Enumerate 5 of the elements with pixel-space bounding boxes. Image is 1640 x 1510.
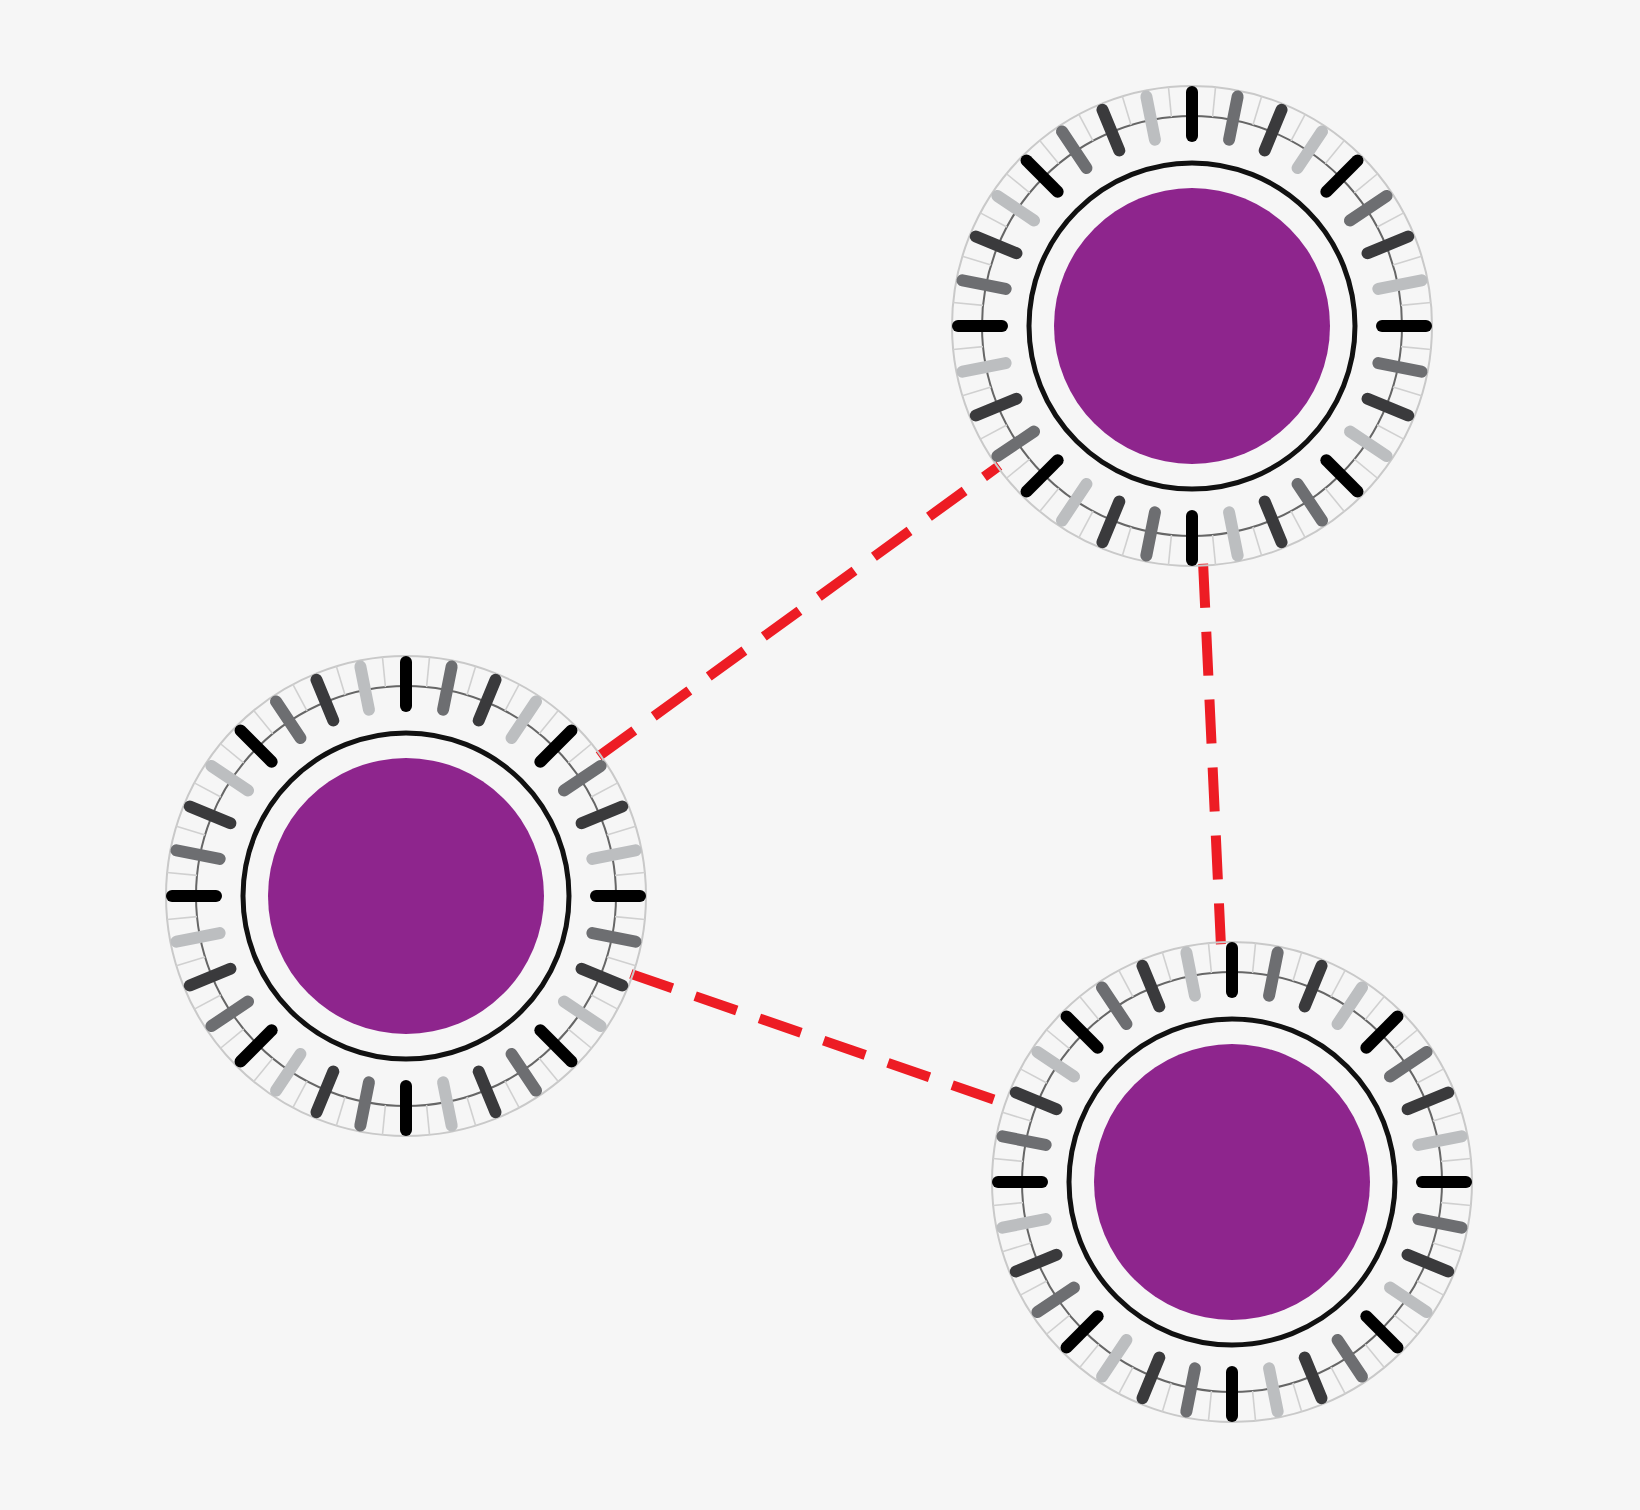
dashed-connector xyxy=(595,461,1003,761)
ringed-disc-node xyxy=(948,82,1436,570)
ringed-disc-node xyxy=(162,652,650,1140)
ringed-disc-node xyxy=(988,938,1476,1426)
dashed-connector xyxy=(1198,563,1226,945)
